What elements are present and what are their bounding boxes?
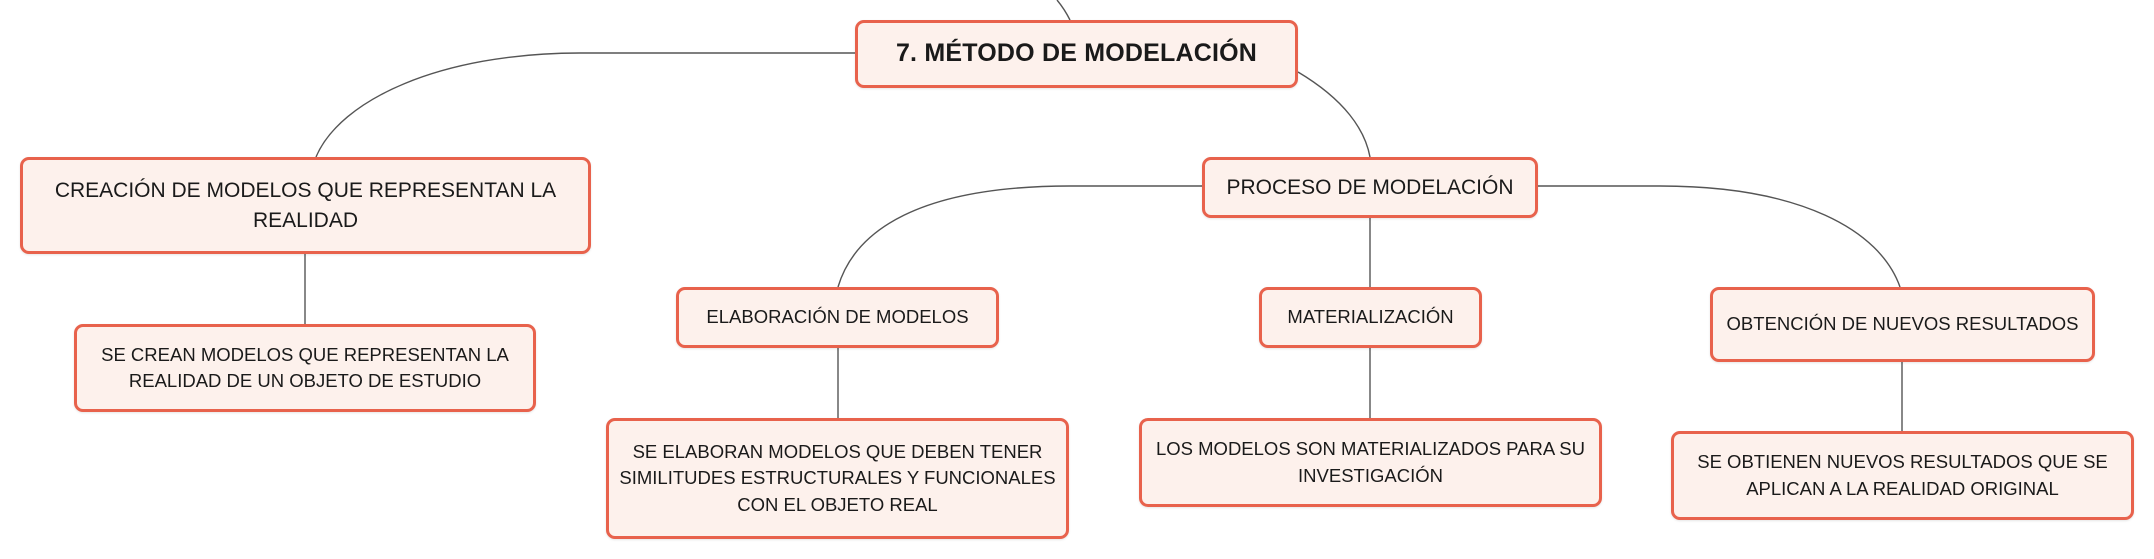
step-elaboracion-node[interactable]: ELABORACIÓN DE MODELOS — [676, 287, 999, 348]
creacion-detail-label: SE CREAN MODELOS QUE REPRESENTAN LA REAL… — [101, 343, 509, 391]
connector-root-to-proceso — [1297, 71, 1371, 158]
obtencion-detail-label: SE OBTIENEN NUEVOS RESULTADOS QUE SE APL… — [1697, 451, 2108, 499]
root-node-label: 7. MÉTODO DE MODELACIÓN — [895, 39, 1258, 68]
connector-proceso-to-obtencion — [1538, 185, 1901, 288]
elaboracion-detail-node[interactable]: SE ELABORAN MODELOS QUE DEBEN TENER SIMI… — [606, 418, 1069, 539]
step-materializacion-node[interactable]: MATERIALIZACIÓN — [1259, 287, 1482, 348]
step-obtencion-label: OBTENCIÓN DE NUEVOS RESULTADOS — [1726, 313, 2079, 335]
elaboracion-detail-label: SE ELABORAN MODELOS QUE DEBEN TENER SIMI… — [619, 441, 1056, 515]
branch-proceso-node[interactable]: PROCESO DE MODELACIÓN — [1202, 157, 1538, 218]
branch-creacion-label: CREACIÓN DE MODELOS QUE REPRESENTAN LA R… — [54, 178, 557, 232]
branch-proceso-label: PROCESO DE MODELACIÓN — [1226, 175, 1514, 199]
step-obtencion-node[interactable]: OBTENCIÓN DE NUEVOS RESULTADOS — [1710, 287, 2095, 362]
materializacion-detail-node[interactable]: LOS MODELOS SON MATERIALIZADOS PARA SU I… — [1139, 418, 1602, 507]
step-materializacion-label: MATERIALIZACIÓN — [1287, 306, 1454, 328]
materializacion-detail-label: LOS MODELOS SON MATERIALIZADOS PARA SU I… — [1155, 438, 1586, 486]
creacion-detail-node[interactable]: SE CREAN MODELOS QUE REPRESENTAN LA REAL… — [74, 324, 536, 412]
root-node[interactable]: 7. MÉTODO DE MODELACIÓN — [855, 20, 1298, 88]
connector-root-incoming — [1056, 0, 1071, 21]
branch-creacion-node[interactable]: CREACIÓN DE MODELOS QUE REPRESENTAN LA R… — [20, 157, 591, 254]
connector-proceso-to-elaboracion — [837, 185, 1202, 288]
connector-root-to-creacion — [315, 52, 855, 158]
obtencion-detail-node[interactable]: SE OBTIENEN NUEVOS RESULTADOS QUE SE APL… — [1671, 431, 2134, 520]
step-elaboracion-label: ELABORACIÓN DE MODELOS — [706, 306, 969, 328]
